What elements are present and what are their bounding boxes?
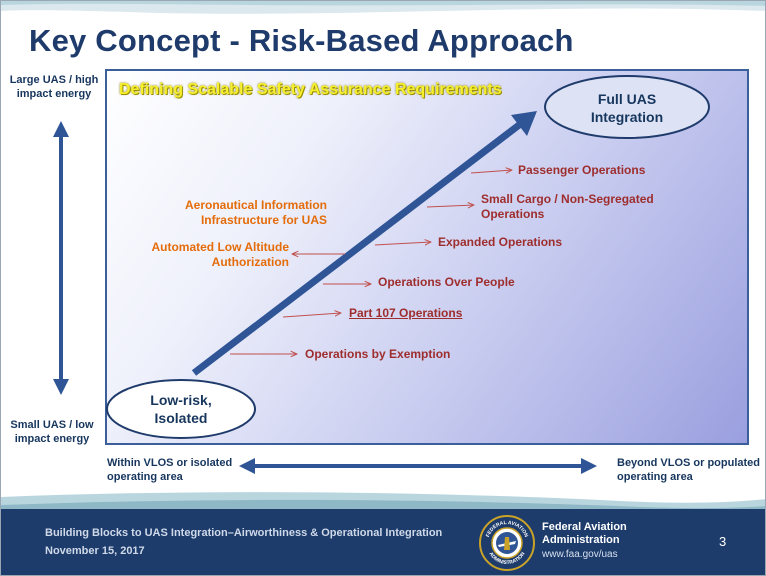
vertical-double-arrow bbox=[53, 121, 69, 395]
stage-arrow-part107 bbox=[282, 313, 341, 318]
end-endpoint-line2: Integration bbox=[590, 109, 664, 125]
slide-title: Key Concept - Risk-Based Approach bbox=[29, 23, 574, 58]
faa-website-url: www.faa.gov/uas bbox=[542, 549, 618, 560]
horizontal-axis-right-label: Beyond VLOS or populated operating area bbox=[617, 456, 760, 484]
faa-org-line1: Federal Aviation bbox=[542, 521, 627, 533]
stage-arrow-expanded bbox=[374, 242, 431, 245]
footer-swoosh-decoration bbox=[1, 492, 765, 511]
enabler-label-aeronautical-info-line2: Infrastructure for UAS bbox=[200, 213, 327, 227]
vertical-axis-top-label-line1: Large UAS / high bbox=[9, 74, 99, 86]
stage-arrow-small-cargo bbox=[426, 205, 474, 207]
horizontal-double-arrow bbox=[239, 458, 597, 474]
faa-seal-logo: FEDERAL AVIATION ADMINISTRATION bbox=[479, 515, 535, 571]
footer-presentation-info: Building Blocks to UAS Integration–Airwo… bbox=[45, 524, 442, 560]
enabler-label-laanc: Automated Low Altitude Authorization bbox=[131, 240, 289, 270]
stage-label-exemption: Operations by Exemption bbox=[305, 347, 450, 362]
enabler-label-aeronautical-info-line1: Aeronautical Information bbox=[184, 198, 327, 212]
footer-date: November 15, 2017 bbox=[45, 545, 145, 557]
horizontal-axis-right-label-line1: Beyond VLOS or populated bbox=[617, 457, 761, 469]
start-endpoint-line1: Low-risk, bbox=[150, 392, 212, 408]
faa-org-line2: Administration bbox=[542, 534, 620, 546]
stage-label-over-people: Operations Over People bbox=[378, 275, 515, 290]
stage-label-over-people-line1: Operations Over People bbox=[378, 275, 515, 289]
top-swoosh-decoration bbox=[1, 1, 765, 14]
faa-organization-name: Federal Aviation Administration bbox=[542, 521, 627, 547]
horizontal-axis-left-label-line1: Within VLOS or isolated bbox=[107, 457, 233, 469]
stage-label-part107-line1: Part 107 Operations bbox=[349, 306, 463, 320]
footer-presentation-title: Building Blocks to UAS Integration–Airwo… bbox=[45, 527, 443, 539]
stage-label-passenger-line1: Passenger Operations bbox=[518, 163, 646, 177]
footer-bar bbox=[1, 509, 765, 575]
vertical-axis-bottom-label-line2: impact energy bbox=[14, 433, 90, 445]
enabler-label-aeronautical-info: Aeronautical Information Infrastructure … bbox=[151, 198, 327, 228]
end-endpoint-label: Full UAS Integration bbox=[567, 90, 687, 126]
stage-label-passenger: Passenger Operations bbox=[518, 163, 645, 178]
stage-label-small-cargo-line2: Operations bbox=[481, 207, 545, 221]
start-endpoint-line2: Isolated bbox=[154, 410, 208, 426]
vertical-axis-top-label: Large UAS / high impact energy bbox=[9, 73, 99, 101]
stage-label-small-cargo-line1: Small Cargo / Non-Segregated bbox=[481, 192, 654, 206]
page-number: 3 bbox=[719, 534, 727, 549]
stage-label-exemption-line1: Operations by Exemption bbox=[305, 347, 451, 361]
stage-arrow-passenger bbox=[470, 170, 512, 173]
full-integration-ellipse bbox=[544, 75, 710, 139]
horizontal-axis-left-label-line2: operating area bbox=[107, 471, 183, 483]
vertical-axis-top-label-line2: impact energy bbox=[16, 88, 92, 100]
stage-label-expanded: Expanded Operations bbox=[438, 235, 562, 250]
vertical-axis-bottom-label-line1: Small UAS / low bbox=[10, 419, 94, 431]
start-endpoint-label: Low-risk, Isolated bbox=[131, 391, 231, 427]
stage-label-expanded-line1: Expanded Operations bbox=[438, 235, 563, 249]
stage-label-small-cargo: Small Cargo / Non-Segregated Operations bbox=[481, 192, 654, 222]
horizontal-axis-right-label-line2: operating area bbox=[617, 471, 693, 483]
enabler-label-laanc-line1: Automated Low Altitude bbox=[151, 240, 289, 254]
enabler-label-laanc-line2: Authorization bbox=[211, 255, 289, 269]
horizontal-axis-left-label: Within VLOS or isolated operating area bbox=[107, 456, 232, 484]
low-risk-ellipse bbox=[106, 379, 256, 439]
end-endpoint-line1: Full UAS bbox=[597, 91, 657, 107]
progress-arrow bbox=[191, 111, 537, 376]
stage-label-part107: Part 107 Operations bbox=[349, 306, 462, 321]
panel-heading: Defining Scalable Safety Assurance Requi… bbox=[119, 81, 502, 98]
vertical-axis-bottom-label: Small UAS / low impact energy bbox=[5, 418, 99, 446]
